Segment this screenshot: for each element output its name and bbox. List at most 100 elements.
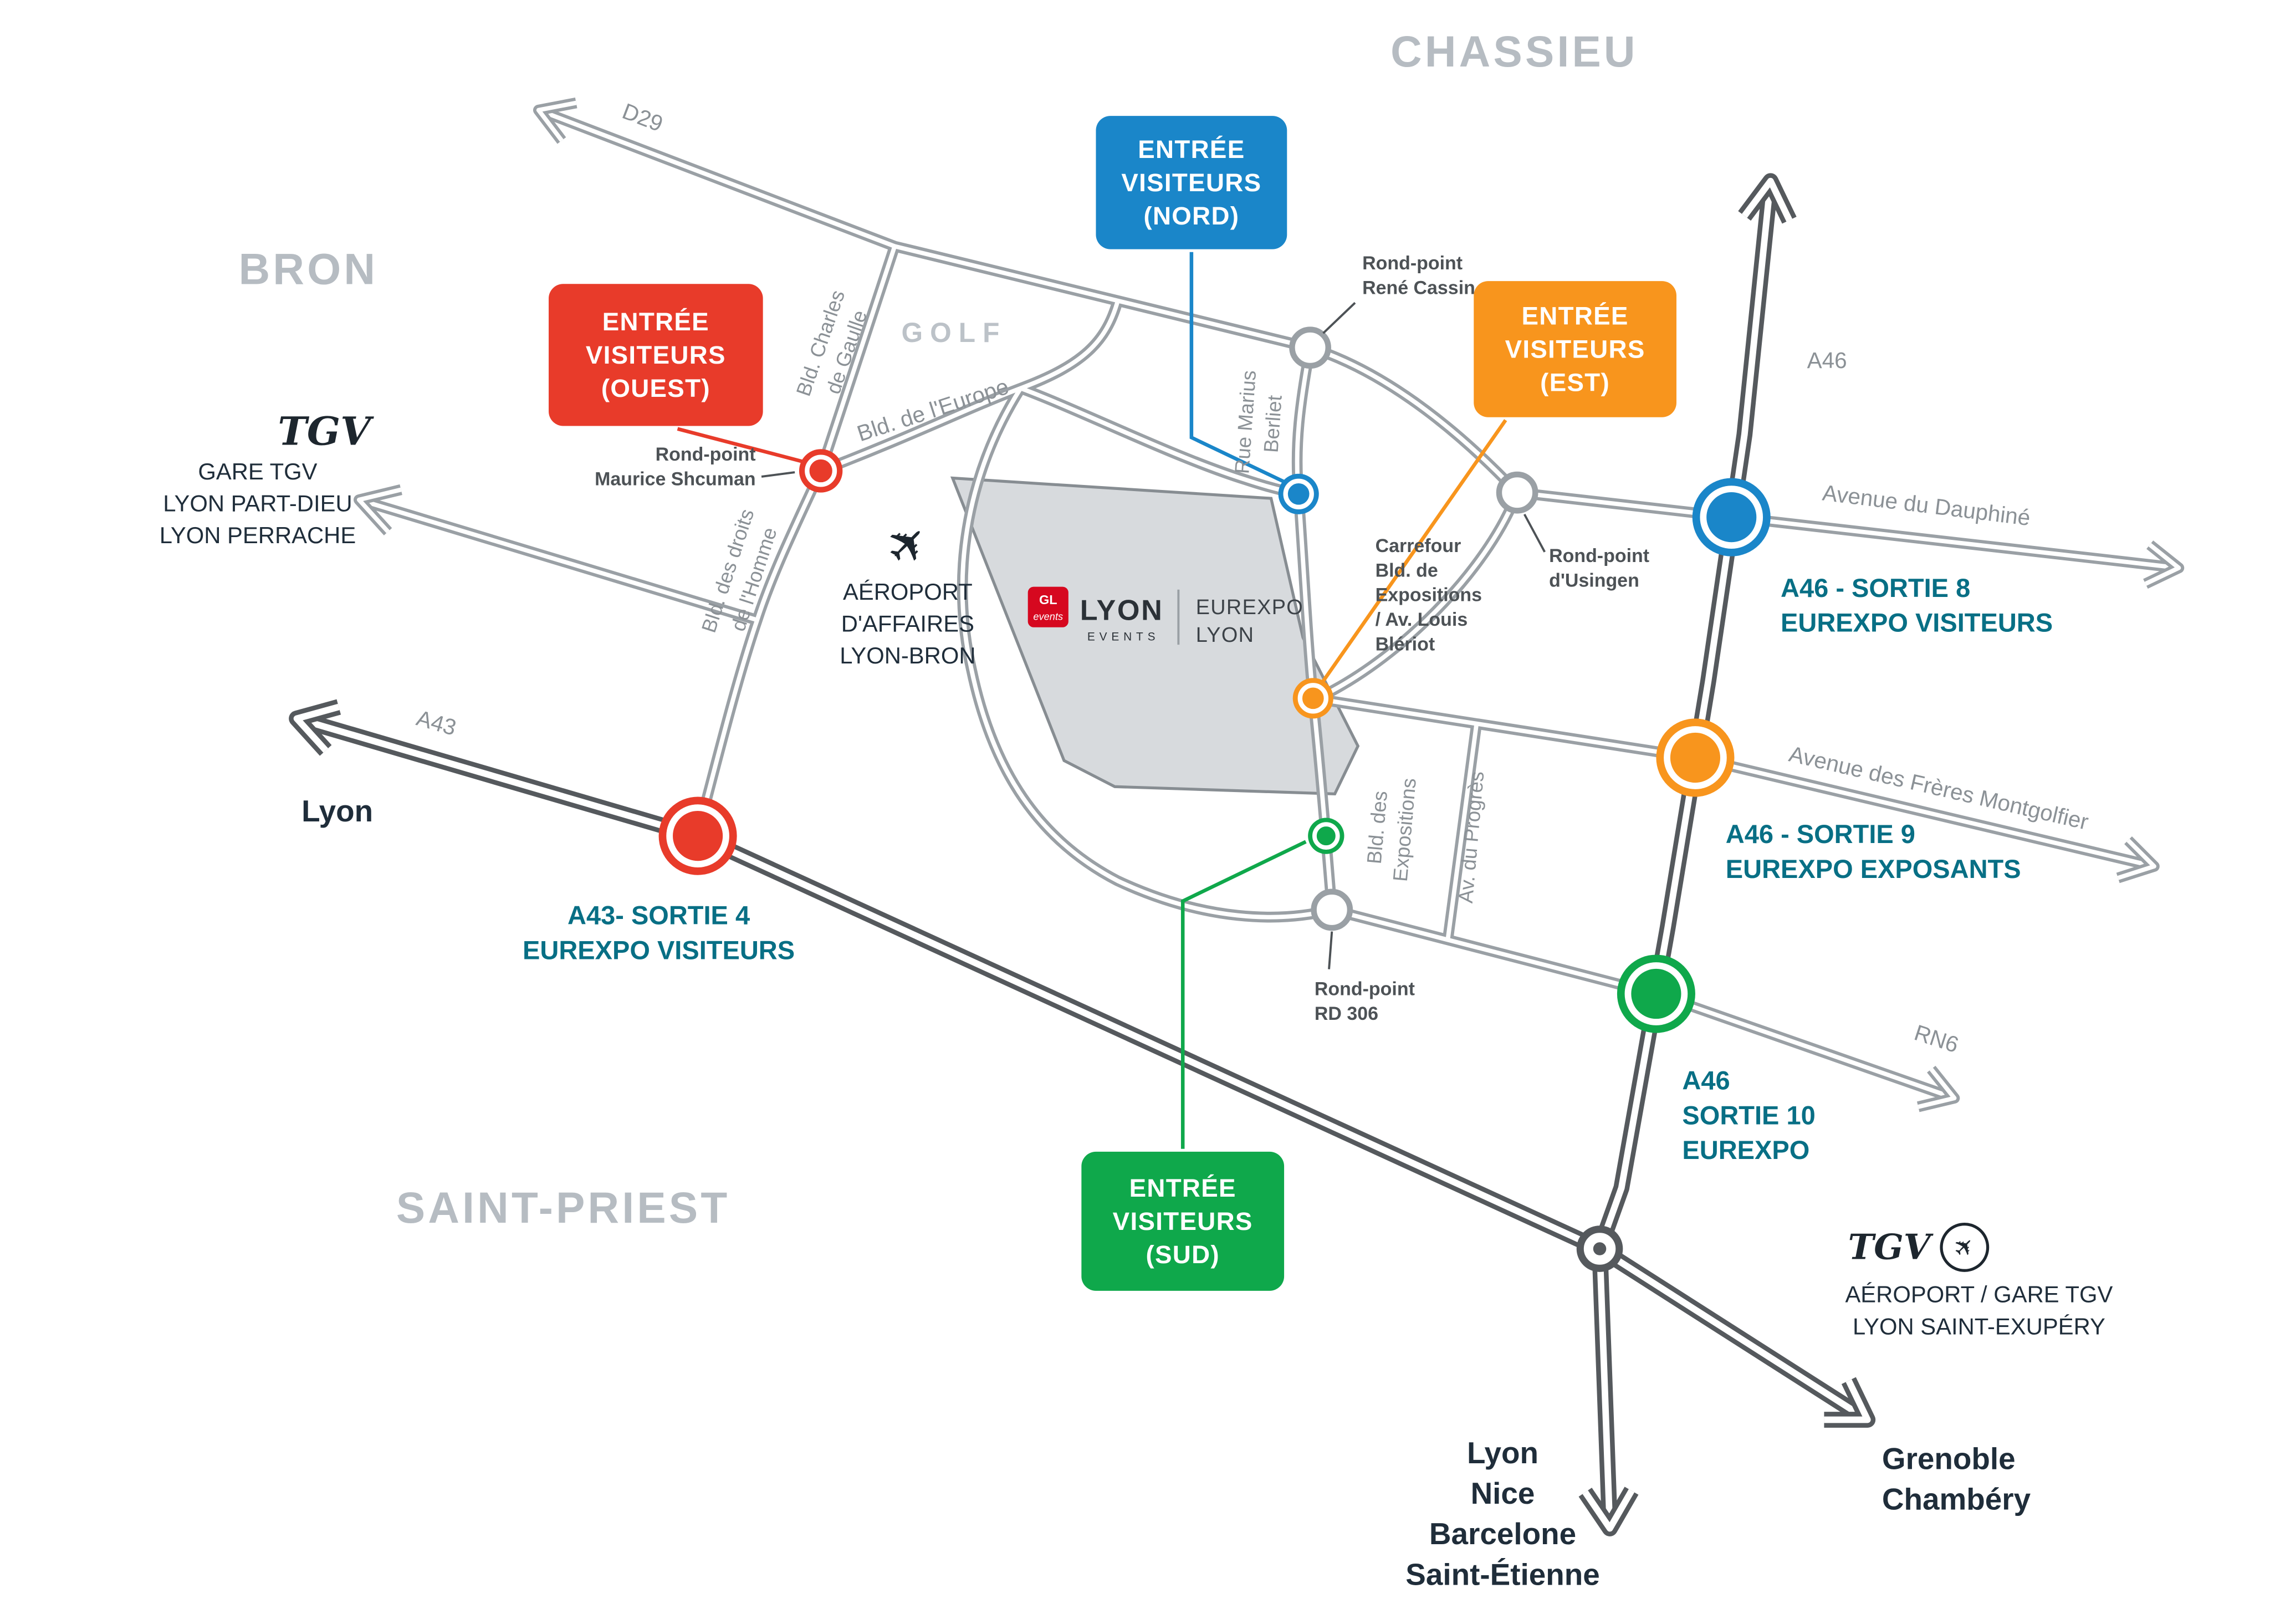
svg-text:EUREXPO: EUREXPO — [1196, 596, 1303, 619]
label-sortie4: A43- SORTIE 4 EUREXPO VISITEURS — [523, 901, 795, 965]
svg-text:LYON-BRON: LYON-BRON — [840, 642, 975, 668]
svg-text:GL: GL — [1039, 593, 1057, 607]
exit-circle-sortie9 — [1656, 718, 1735, 797]
road-site-ring-inner — [960, 387, 1333, 920]
tgv-logo-icon: TGV — [1848, 1226, 1934, 1267]
roundabout-rene-cassin — [1289, 326, 1331, 369]
gl-events-logo-icon — [1027, 586, 1068, 627]
venue-name-sub: EVENTS — [1087, 630, 1160, 643]
svg-text:VISITEURS: VISITEURS — [1505, 335, 1645, 364]
road-label-d29: D29 — [619, 98, 667, 137]
svg-text:EUREXPO VISITEURS: EUREXPO VISITEURS — [1781, 608, 2053, 637]
label-rond-point-rene-cassin: Rond-point René Cassin — [1322, 253, 1475, 334]
svg-text:LYON SAINT-EXUPÉRY: LYON SAINT-EXUPÉRY — [1853, 1313, 2105, 1339]
svg-text:Nice: Nice — [1471, 1476, 1535, 1510]
tgv-logo-icon: TGV — [278, 408, 374, 454]
svg-text:Expositions: Expositions — [1376, 585, 1482, 606]
area-label-golf: GOLF — [901, 317, 1006, 348]
svg-text:Rue Marius: Rue Marius — [1230, 370, 1260, 474]
entrance-badge-sud: ENTRÉE VISITEURS (SUD) — [1081, 1151, 1285, 1291]
svg-text:Barcelone: Barcelone — [1429, 1516, 1576, 1551]
highway-a46-inner — [1596, 181, 1774, 1250]
svg-text:/ Av. Louis: / Av. Louis — [1376, 609, 1468, 630]
svg-text:ENTRÉE: ENTRÉE — [1138, 135, 1245, 164]
svg-text:A46 - SORTIE 9: A46 - SORTIE 9 — [1726, 819, 1915, 849]
entrance-badge-ouest: ENTRÉE VISITEURS (OUEST) — [549, 284, 763, 426]
road-label-progres: Av. du Progrès — [1454, 770, 1489, 904]
label-sortie9: A46 - SORTIE 9 EUREXPO EXPOSANTS — [1726, 819, 2021, 884]
highway-a46-south-inner — [1596, 1248, 1613, 1529]
svg-text:LYON: LYON — [1196, 624, 1255, 647]
svg-text:ENTRÉE: ENTRÉE — [1129, 1174, 1236, 1202]
city-label-chassieu: CHASSIEU — [1390, 27, 1638, 76]
exit-circle-sortie4 — [658, 796, 737, 875]
svg-text:Maurice Shcuman: Maurice Shcuman — [595, 469, 755, 490]
svg-text:Rond-point: Rond-point — [1362, 253, 1463, 274]
svg-text:LYON PART-DIEU: LYON PART-DIEU — [163, 491, 352, 517]
svg-text:A46 - SORTIE 8: A46 - SORTIE 8 — [1781, 573, 1970, 602]
label-sortie10: A46 SORTIE 10 EUREXPO — [1682, 1066, 1815, 1165]
city-label-bron: BRON — [239, 244, 379, 293]
gare-tgv-block: TGV GARE TGV LYON PART-DIEU LYON PERRACH… — [160, 408, 374, 548]
junction-a43-a46 — [1576, 1225, 1623, 1272]
svg-text:Rond-point: Rond-point — [1549, 545, 1649, 566]
pointer-line — [761, 471, 795, 478]
road-label-rn6: RN6 — [1911, 1019, 1962, 1058]
road-usingen-carrefour-inner — [1328, 492, 1520, 694]
svg-text:Avenue du Dauphiné: Avenue du Dauphiné — [1821, 480, 2032, 531]
aeroport-bron-block: ✈ AÉROPORT D'AFFAIRES LYON-BRON — [840, 510, 975, 668]
road-label-europe: Bld. de l'Europe — [854, 374, 1012, 447]
entrance-dot-est — [1292, 678, 1333, 719]
svg-text:✈: ✈ — [873, 510, 942, 580]
svg-text:GARE TGV: GARE TGV — [198, 458, 317, 484]
road-droits-homme-inner — [697, 469, 823, 828]
road-label-a43: A43 — [414, 705, 459, 740]
svg-text:VISITEURS: VISITEURS — [1121, 168, 1261, 197]
svg-text:(NORD): (NORD) — [1143, 202, 1239, 230]
label-rond-point-schuman: Rond-point Maurice Shcuman — [595, 444, 795, 490]
svg-text:Chambéry: Chambéry — [1882, 1482, 2031, 1516]
light-road-inners — [358, 108, 2179, 1100]
saint-exupery-block: TGV ✈ AÉROPORT / GARE TGV LYON SAINT-EXU… — [1845, 1222, 2113, 1339]
svg-text:Grenoble: Grenoble — [1882, 1441, 2016, 1475]
entrance-badge-est: ENTRÉE VISITEURS (EST) — [1474, 281, 1676, 417]
svg-text:D29: D29 — [619, 98, 667, 137]
roundabout-rd306 — [1311, 888, 1353, 931]
svg-text:(SUD): (SUD) — [1146, 1240, 1219, 1269]
svg-text:SORTIE 10: SORTIE 10 — [1682, 1100, 1815, 1130]
svg-text:LYON PERRACHE: LYON PERRACHE — [160, 522, 356, 548]
svg-text:Bld. de: Bld. de — [1376, 560, 1438, 581]
airplane-icon: ✈ — [873, 510, 942, 580]
svg-text:Bld. des: Bld. des — [1363, 790, 1392, 865]
svg-text:VISITEURS: VISITEURS — [1113, 1207, 1253, 1235]
city-label-saint-priest: SAINT-PRIEST — [396, 1183, 730, 1232]
destination-lyon-west: Lyon — [301, 794, 373, 828]
svg-text:Bld. de l'Europe: Bld. de l'Europe — [854, 374, 1012, 447]
entrance-dot-sud — [1308, 818, 1344, 854]
svg-text:(OUEST): (OUEST) — [601, 374, 710, 402]
svg-text:Berliet: Berliet — [1260, 395, 1286, 453]
road-label-a46: A46 — [1807, 348, 1847, 373]
svg-text:d'Usingen: d'Usingen — [1549, 570, 1639, 591]
highway-grenoble-inner — [1598, 1246, 1869, 1423]
pointer-line — [1322, 302, 1356, 334]
road-label-dauphine: Avenue du Dauphiné — [1821, 480, 2032, 531]
svg-text:AÉROPORT: AÉROPORT — [843, 579, 973, 605]
leader-est — [1318, 419, 1507, 687]
label-carrefour-blériot: Carrefour Bld. de Expositions / Av. Loui… — [1376, 535, 1482, 655]
svg-text:Rond-point: Rond-point — [656, 444, 756, 465]
label-rond-point-rd306: Rond-point RD 306 — [1315, 931, 1415, 1024]
leader-ouest — [677, 427, 806, 464]
svg-text:Carrefour: Carrefour — [1376, 535, 1461, 556]
svg-text:Blériot: Blériot — [1376, 634, 1435, 655]
svg-text:Av. du Progrès: Av. du Progrès — [1454, 770, 1489, 904]
leader-nord — [1189, 252, 1290, 486]
svg-text:Expositions: Expositions — [1389, 777, 1420, 882]
svg-text:EUREXPO EXPOSANTS: EUREXPO EXPOSANTS — [1726, 854, 2021, 884]
svg-text:Saint-Étienne: Saint-Étienne — [1405, 1557, 1599, 1591]
svg-text:ENTRÉE: ENTRÉE — [1522, 302, 1629, 330]
roundabout-usingen — [1496, 471, 1538, 514]
entrance-badge-nord: ENTRÉE VISITEURS (NORD) — [1096, 116, 1287, 249]
svg-text:events: events — [1033, 611, 1063, 622]
svg-text:AÉROPORT / GARE TGV: AÉROPORT / GARE TGV — [1845, 1281, 2113, 1308]
